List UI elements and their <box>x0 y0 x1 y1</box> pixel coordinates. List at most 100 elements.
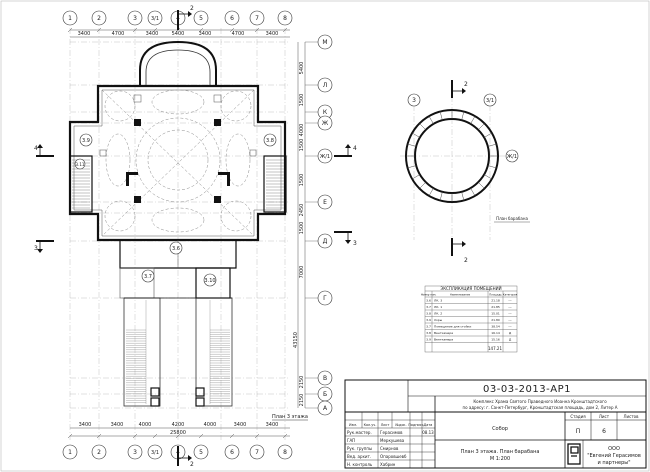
svg-text:3.6: 3.6 <box>426 299 431 303</box>
svg-text:3: 3 <box>133 449 137 456</box>
sheet-title-line-1: План 3 этажа. План барабана <box>461 449 540 455</box>
svg-text:15.01: 15.01 <box>491 312 500 316</box>
row-axis-В: В <box>305 370 333 386</box>
svg-text:2: 2 <box>464 81 468 88</box>
object-name: Собор <box>492 426 508 432</box>
title-block <box>344 379 647 469</box>
section-mark-right-4: 4 <box>334 144 357 157</box>
svg-text:ЛК. 3: ЛК. 3 <box>434 299 442 303</box>
svg-text:Г: Г <box>323 295 327 302</box>
dim-top-1: 3400 <box>78 31 91 37</box>
column-axis-1: 1 <box>62 444 78 460</box>
dim-top-6: 3400 <box>266 31 279 37</box>
dim-top-2: 4700 <box>112 31 125 37</box>
column-axis-6: 6 <box>224 444 240 460</box>
dim-right-1: 5400 <box>299 62 305 75</box>
column-axis-8: 8 <box>277 444 293 460</box>
row-axis-Д: Д <box>305 233 333 249</box>
room-tag-3-9: 3.9 <box>79 133 93 147</box>
org-line-3: и партнеры" <box>597 460 630 466</box>
svg-text:Хабрин: Хабрин <box>380 462 396 467</box>
project-line-1: Комплекс Храма Святого Праведного Иоанна… <box>473 399 607 404</box>
room-table-header-1: Наименование <box>450 293 471 297</box>
svg-text:38.54: 38.54 <box>491 325 500 329</box>
sheets-label: Листов <box>624 414 640 419</box>
svg-text:Хоры: Хоры <box>434 318 443 322</box>
svg-text:3: 3 <box>353 240 357 247</box>
svg-text:3/1: 3/1 <box>486 98 494 104</box>
bottom-dimensions: 3400 3400 4000 4200 4000 3400 3400 25800 <box>79 422 279 436</box>
column-axis-3-1: 3/1 <box>147 444 163 460</box>
svg-text:Ж/1: Ж/1 <box>507 154 517 160</box>
svg-text:6: 6 <box>230 15 234 22</box>
stamp-role-row: Вед. архит.Опаровшевб <box>347 454 407 459</box>
svg-text:3.8: 3.8 <box>266 138 274 144</box>
svg-text:2: 2 <box>97 449 101 456</box>
svg-text:2: 2 <box>190 461 194 468</box>
column-axis-5: 5 <box>193 10 209 26</box>
svg-text:---: --- <box>508 305 511 309</box>
dim-right-5: 1500 <box>299 174 305 187</box>
dim-right-10: 2150 <box>299 394 305 407</box>
dim-bot-5: 4000 <box>204 422 217 428</box>
stage-value: П <box>576 428 581 435</box>
room-table-header-0: Номер пом. <box>421 293 437 297</box>
stamp-header-1: Кол.уч. <box>364 423 377 427</box>
svg-text:3.6: 3.6 <box>172 246 180 252</box>
dim-bot-2: 3400 <box>111 422 124 428</box>
org-line-1: ООО <box>608 446 620 452</box>
svg-text:Венткамера: Венткамера <box>434 338 453 342</box>
column-axis-6: 6 <box>224 10 240 26</box>
svg-text:ЛК. 1: ЛК. 1 <box>434 305 442 309</box>
column-axis-3-1: 3/1 <box>147 10 163 26</box>
room-schedule-table <box>424 285 518 353</box>
svg-text:Ж: Ж <box>322 120 329 127</box>
drum-axis-3: 3 <box>407 93 421 107</box>
svg-text:21.85: 21.85 <box>491 305 500 309</box>
svg-text:4: 4 <box>34 145 38 152</box>
svg-text:3.7: 3.7 <box>426 305 431 309</box>
svg-text:ЛК. 2: ЛК. 2 <box>434 312 442 316</box>
room-tag-3-7: 3.7 <box>141 269 155 283</box>
column-axis-1: 1 <box>62 10 78 26</box>
svg-text:3.7: 3.7 <box>144 274 152 280</box>
drum-plan: 3 3/1 Ж/1 2 2 План барабана <box>400 80 530 264</box>
sheet-title-line-2: М 1:200 <box>490 456 510 462</box>
svg-text:---: --- <box>508 299 511 303</box>
svg-text:Опаровшевб: Опаровшевб <box>380 454 407 459</box>
svg-text:---: --- <box>508 325 511 329</box>
drum-axis-3-1: 3/1 <box>483 93 497 107</box>
room-tag-3-10: 3.10 <box>203 273 217 287</box>
svg-text:3: 3 <box>133 15 137 22</box>
dim-bot-3: 4000 <box>139 422 152 428</box>
stamp-header-3: №док. <box>395 423 406 427</box>
svg-text:3.9: 3.9 <box>426 338 431 342</box>
sheet-label: Лист <box>599 414 610 419</box>
drum-axis-row: Ж/1 <box>505 149 519 163</box>
stage-label: Стадия <box>570 414 586 419</box>
section-mark-left-4: 4 <box>34 144 54 157</box>
floor-plan <box>68 28 290 440</box>
row-axis-Б: Б <box>305 386 333 402</box>
room-table-total: 147.21 <box>488 346 502 351</box>
svg-text:3: 3 <box>34 245 38 252</box>
svg-text:Д: Д <box>509 331 512 335</box>
row-axis-К: К <box>305 104 333 120</box>
svg-text:3.8: 3.8 <box>426 312 431 316</box>
svg-text:Ж/1: Ж/1 <box>320 154 330 160</box>
section-mark-right-3: 3 <box>334 231 357 247</box>
svg-text:Рук.мастер.: Рук.мастер. <box>347 430 372 435</box>
dim-right-3: 4000 <box>299 124 305 137</box>
room-table-header-2: Площадь <box>489 293 502 297</box>
plan-caption: План 3 этажа <box>272 414 308 420</box>
